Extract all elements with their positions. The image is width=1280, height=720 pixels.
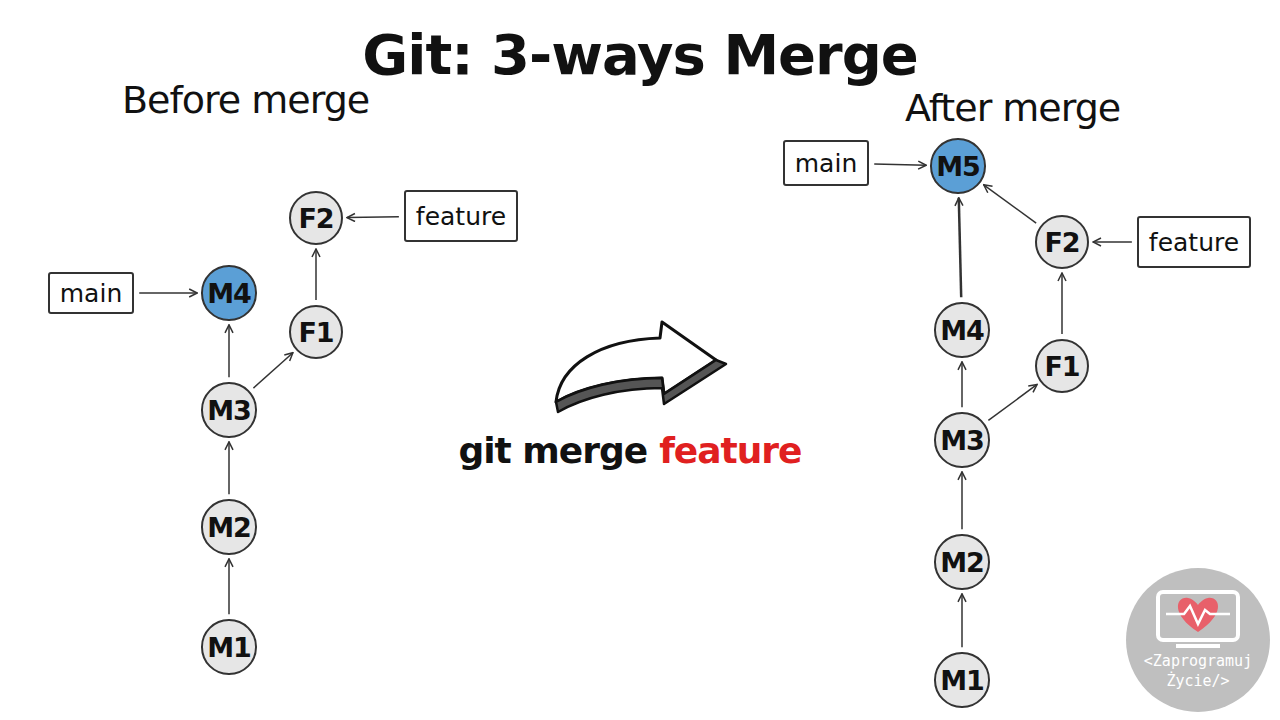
commit-id: M2 [940, 547, 984, 578]
commit-id: M1 [207, 632, 251, 663]
commit-id: M4 [940, 315, 984, 346]
commit-circle: F1 [1035, 339, 1089, 393]
commit-circle: M1 [934, 652, 990, 708]
commit-circle: F2 [289, 191, 343, 245]
parent-arrow [961, 472, 963, 529]
commit-circle: M2 [934, 534, 990, 590]
branch-label: feature [404, 190, 518, 242]
watermark-text: Życie/> [1166, 672, 1229, 690]
commit-id: F2 [1044, 227, 1079, 258]
parent-arrow [228, 325, 230, 377]
commit-circle: M3 [201, 382, 257, 438]
pulse-line [1166, 606, 1230, 624]
branch-name: feature [1149, 228, 1239, 257]
parent-arrow [139, 292, 197, 294]
parent-arrow [988, 384, 1037, 420]
commit-circle: M5 [930, 138, 986, 194]
branch-name: feature [416, 202, 506, 231]
parent-arrow [961, 362, 963, 407]
commit-id: M3 [940, 425, 984, 456]
parent-arrow [1093, 241, 1132, 243]
commit-circle: M4 [934, 302, 990, 358]
branch-label: main [48, 272, 134, 314]
parent-arrow [961, 594, 963, 647]
commit-circle: M2 [201, 499, 257, 555]
commit-id: F1 [1044, 351, 1079, 382]
branch-label: feature [1137, 216, 1251, 268]
curved-arrow-side [556, 360, 726, 412]
parent-arrow [228, 559, 230, 614]
branch-name: main [795, 149, 857, 178]
commit-id: M4 [207, 278, 251, 309]
command-argument: feature [659, 430, 801, 471]
branch-name: main [60, 279, 122, 308]
commit-id: F1 [298, 317, 333, 348]
commit-circle: M1 [201, 619, 257, 675]
section-heading: After merge [905, 86, 1120, 130]
commit-id: M2 [207, 512, 251, 543]
watermark-disc [1126, 568, 1270, 712]
command-text: git merge [458, 430, 647, 471]
monitor-icon [1158, 592, 1238, 640]
commit-id: F2 [298, 203, 333, 234]
monitor-stand [1176, 644, 1220, 648]
commit-id: M3 [207, 395, 251, 426]
commit-circle: M3 [934, 412, 990, 468]
parent-arrow [874, 164, 926, 165]
commit-circle: M4 [201, 265, 257, 321]
diagram-title: Git: 3-ways Merge [0, 22, 1280, 87]
commit-id: M5 [936, 151, 980, 182]
parent-arrow [1061, 273, 1063, 334]
parent-arrow [347, 216, 399, 218]
commit-circle: F2 [1035, 215, 1089, 269]
parent-arrow [959, 198, 961, 297]
parent-arrow [315, 249, 317, 300]
parent-arrow [253, 353, 292, 388]
parent-arrow [228, 442, 230, 494]
watermark-text: <Zaprogramuj [1144, 652, 1252, 670]
parent-arrow [984, 185, 1036, 223]
commit-circle: F1 [289, 305, 343, 359]
section-heading: Before merge [122, 78, 369, 122]
commit-id: M1 [940, 665, 984, 696]
branch-label: main [783, 140, 869, 186]
